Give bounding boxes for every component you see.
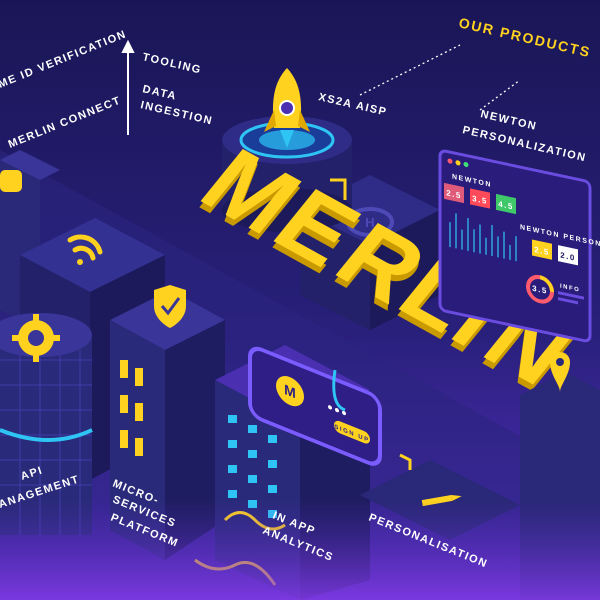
merlin-logo-icon	[276, 376, 304, 407]
metric-tile	[532, 239, 552, 260]
info-label: INFO	[560, 284, 580, 294]
svg-text:2.0: 2.0	[560, 251, 576, 263]
window-lights	[120, 360, 143, 456]
gear-icon	[12, 314, 60, 362]
svg-text:M: M	[284, 382, 296, 402]
svg-text:3.5: 3.5	[472, 194, 488, 206]
building-helipad: H	[300, 175, 440, 330]
metric-tile	[470, 188, 490, 209]
svg-text:H: H	[365, 215, 374, 230]
dashboard-bars	[449, 213, 517, 262]
helipad-icon	[346, 207, 394, 237]
svg-text:2.5: 2.5	[446, 188, 462, 200]
gauge-value: 3.5	[532, 284, 548, 296]
circuit-line-blue	[332, 369, 346, 412]
arrows	[121, 39, 135, 135]
leader-lines	[359, 44, 521, 111]
svg-text:4.5: 4.5	[498, 199, 514, 211]
metric-tile	[444, 182, 464, 204]
bottom-glow	[0, 500, 600, 600]
rocket-icon	[264, 68, 310, 148]
svg-text:2.5: 2.5	[534, 245, 550, 257]
location-pin-icon	[550, 352, 570, 392]
signup-button[interactable]	[334, 419, 370, 446]
chat-bubble-icon	[0, 170, 22, 192]
wifi-icon	[67, 234, 103, 265]
newton-dashboard: NEWTON 2.5 3.5 4.5 NEWTON PERSONALIZATIO…	[438, 149, 600, 343]
metric-tile	[496, 193, 516, 215]
metric-tile	[558, 245, 578, 266]
shield-check-icon	[154, 285, 186, 328]
phone-mockup: M SIGN UP	[248, 346, 382, 466]
